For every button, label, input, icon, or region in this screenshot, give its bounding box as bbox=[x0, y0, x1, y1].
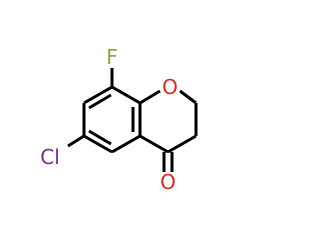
bond-c4a-c5 bbox=[111, 134, 141, 154]
bond-c4-c4a bbox=[139, 134, 169, 154]
bond-c7-c8-inner bbox=[88, 93, 112, 110]
molecule-structure: F O Cl O bbox=[40, 45, 198, 194]
fluorine-label: F bbox=[106, 45, 118, 69]
bond-c5-c6 bbox=[83, 134, 113, 154]
ring-oxygen-label: O bbox=[162, 75, 178, 99]
bond-c8-c8a bbox=[111, 85, 141, 105]
bond-o1-c2 bbox=[179, 89, 197, 105]
bond-c3-c4 bbox=[167, 134, 197, 154]
carbonyl-oxygen-label: O bbox=[160, 170, 176, 194]
pyranone-ring bbox=[139, 89, 198, 154]
bond-c8a-o1 bbox=[139, 89, 161, 105]
bond-c6-cl bbox=[67, 134, 85, 148]
carbonyl-bond bbox=[162, 152, 174, 172]
bond-c7-c8 bbox=[83, 85, 113, 105]
bond-c5-c6-inner bbox=[88, 129, 112, 146]
chlorine-label: Cl bbox=[40, 145, 60, 169]
benzene-ring bbox=[82, 85, 142, 154]
